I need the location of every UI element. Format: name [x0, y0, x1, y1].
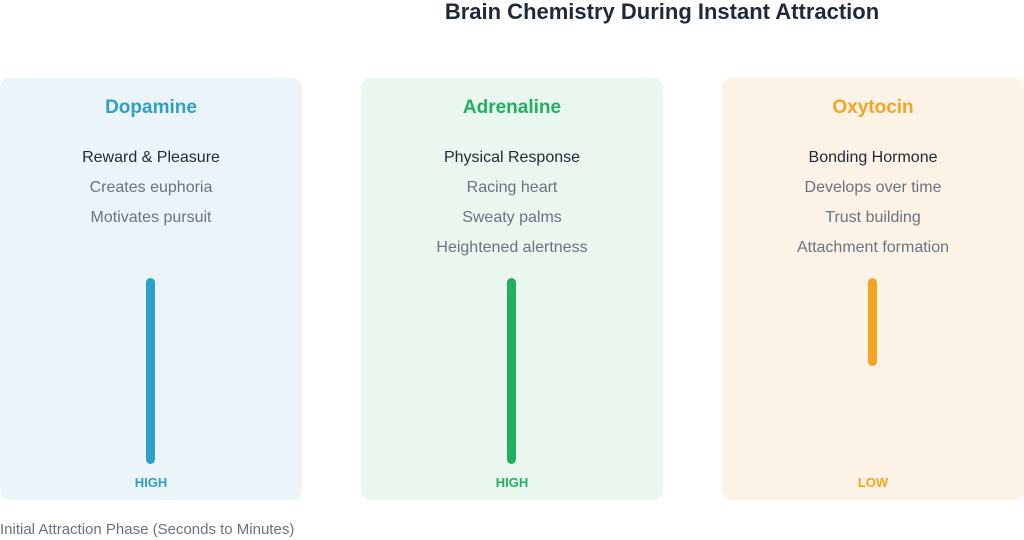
card-point: Racing heart [466, 179, 558, 196]
card-title: Dopamine [105, 97, 197, 118]
phase-caption: Initial Attraction Phase (Seconds to Min… [0, 521, 295, 538]
card-point: Creates euphoria [89, 179, 213, 196]
level-bar [146, 278, 155, 464]
adrenaline-card: Adrenaline Physical Response Racing hear… [361, 78, 663, 500]
card-point: Heightened alertness [436, 239, 588, 256]
level-label: HIGH [495, 475, 529, 490]
card-title: Oxytocin [832, 97, 914, 118]
level-bar [868, 278, 877, 366]
level-label: LOW [857, 475, 889, 490]
level-bar [507, 278, 516, 464]
card-title: Adrenaline [462, 97, 562, 118]
card-point: Develops over time [804, 179, 942, 196]
oxytocin-card: Oxytocin Bonding Hormone Develops over t… [722, 78, 1024, 500]
card-point: Trust building [825, 209, 921, 226]
card-heading: Bonding Hormone [808, 149, 938, 166]
card-point: Sweaty palms [462, 209, 562, 226]
card-heading: Reward & Pleasure [82, 149, 220, 166]
card-point: Motivates pursuit [90, 209, 212, 226]
card-point: Attachment formation [796, 239, 950, 256]
dopamine-card: Dopamine Reward & Pleasure Creates eupho… [0, 78, 302, 500]
card-heading: Physical Response [443, 149, 581, 166]
level-label: HIGH [134, 475, 168, 490]
page-title: Brain Chemistry During Instant Attractio… [444, 0, 880, 24]
